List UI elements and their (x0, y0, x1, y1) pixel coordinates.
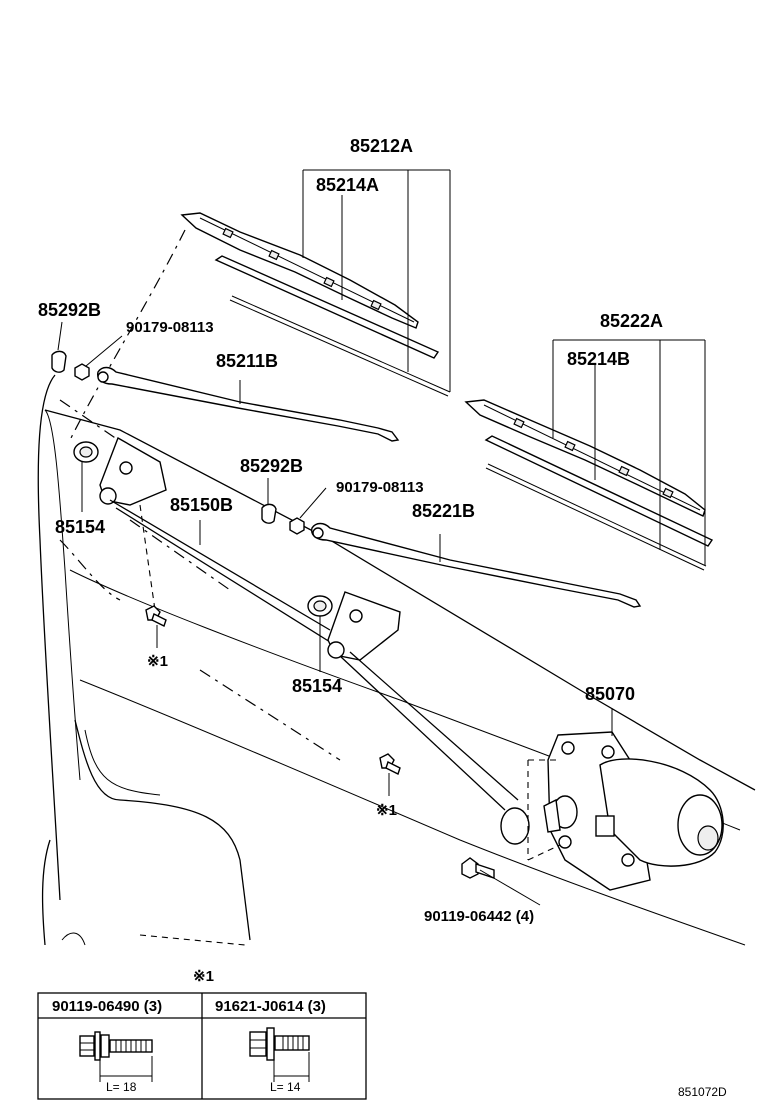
label-85214A: 85214A (316, 175, 379, 195)
wiper-blade-right (464, 399, 714, 571)
diagram-code: 851072D (678, 1085, 727, 1099)
label-85222A: 85222A (600, 311, 663, 331)
label-85214B: 85214B (567, 349, 630, 369)
label-90179-left: 90179-08113 (126, 319, 214, 336)
nut-90179-right (289, 487, 327, 535)
table-col2-length: L= 14 (270, 1080, 301, 1094)
cap-85292B-right (261, 478, 277, 524)
label-85154-left: 85154 (55, 517, 105, 537)
table-col1-length: L= 18 (106, 1080, 137, 1094)
label-ref1-middle: ※1 (376, 802, 397, 819)
part-labels: 85212A 85214A 85292B 90179-08113 85211B … (38, 136, 663, 985)
label-90179-right: 90179-08113 (336, 479, 424, 496)
wiper-motor-85070 (527, 708, 724, 891)
label-85150B: 85150B (170, 495, 233, 515)
label-ref1-table: ※1 (193, 968, 214, 985)
wiper-link-85150B (99, 436, 530, 845)
label-85221B: 85221B (412, 501, 475, 521)
label-85211B: 85211B (216, 351, 278, 371)
pivot-85154-right (307, 595, 333, 672)
label-85154-right: 85154 (292, 676, 342, 696)
table-col1-part: 90119-06490 (3) (52, 998, 162, 1015)
label-85212A: 85212A (350, 136, 413, 156)
wiper-blade-left (180, 212, 451, 397)
vehicle-body-outline (37, 229, 756, 946)
bolt-91621-J0614-icon (249, 1027, 310, 1082)
bolt-90119-06442 (461, 857, 541, 906)
label-85292B-left: 85292B (38, 300, 101, 320)
label-90119-06442: 90119-06442 (4) (424, 908, 534, 925)
cap-85292B-left (51, 321, 67, 373)
leader-lines-upper (302, 169, 706, 566)
table-col2-part: 91621-J0614 (3) (215, 998, 326, 1015)
bolt-90119-06490-icon (79, 1031, 153, 1082)
label-85292B-right: 85292B (240, 456, 303, 476)
wiper-arm-right (311, 522, 642, 608)
wiper-arm-left (97, 366, 400, 442)
fastener-reference-table: 90119-06490 (3) 91621-J0614 (3) L= 18 (37, 992, 367, 1100)
label-ref1-left: ※1 (147, 653, 168, 670)
bolt-ref1-middle (379, 753, 401, 796)
label-85070: 85070 (585, 684, 635, 704)
pivot-85154-left (73, 441, 99, 512)
nut-90179-left (74, 335, 123, 381)
bolt-ref1-left (145, 605, 167, 648)
